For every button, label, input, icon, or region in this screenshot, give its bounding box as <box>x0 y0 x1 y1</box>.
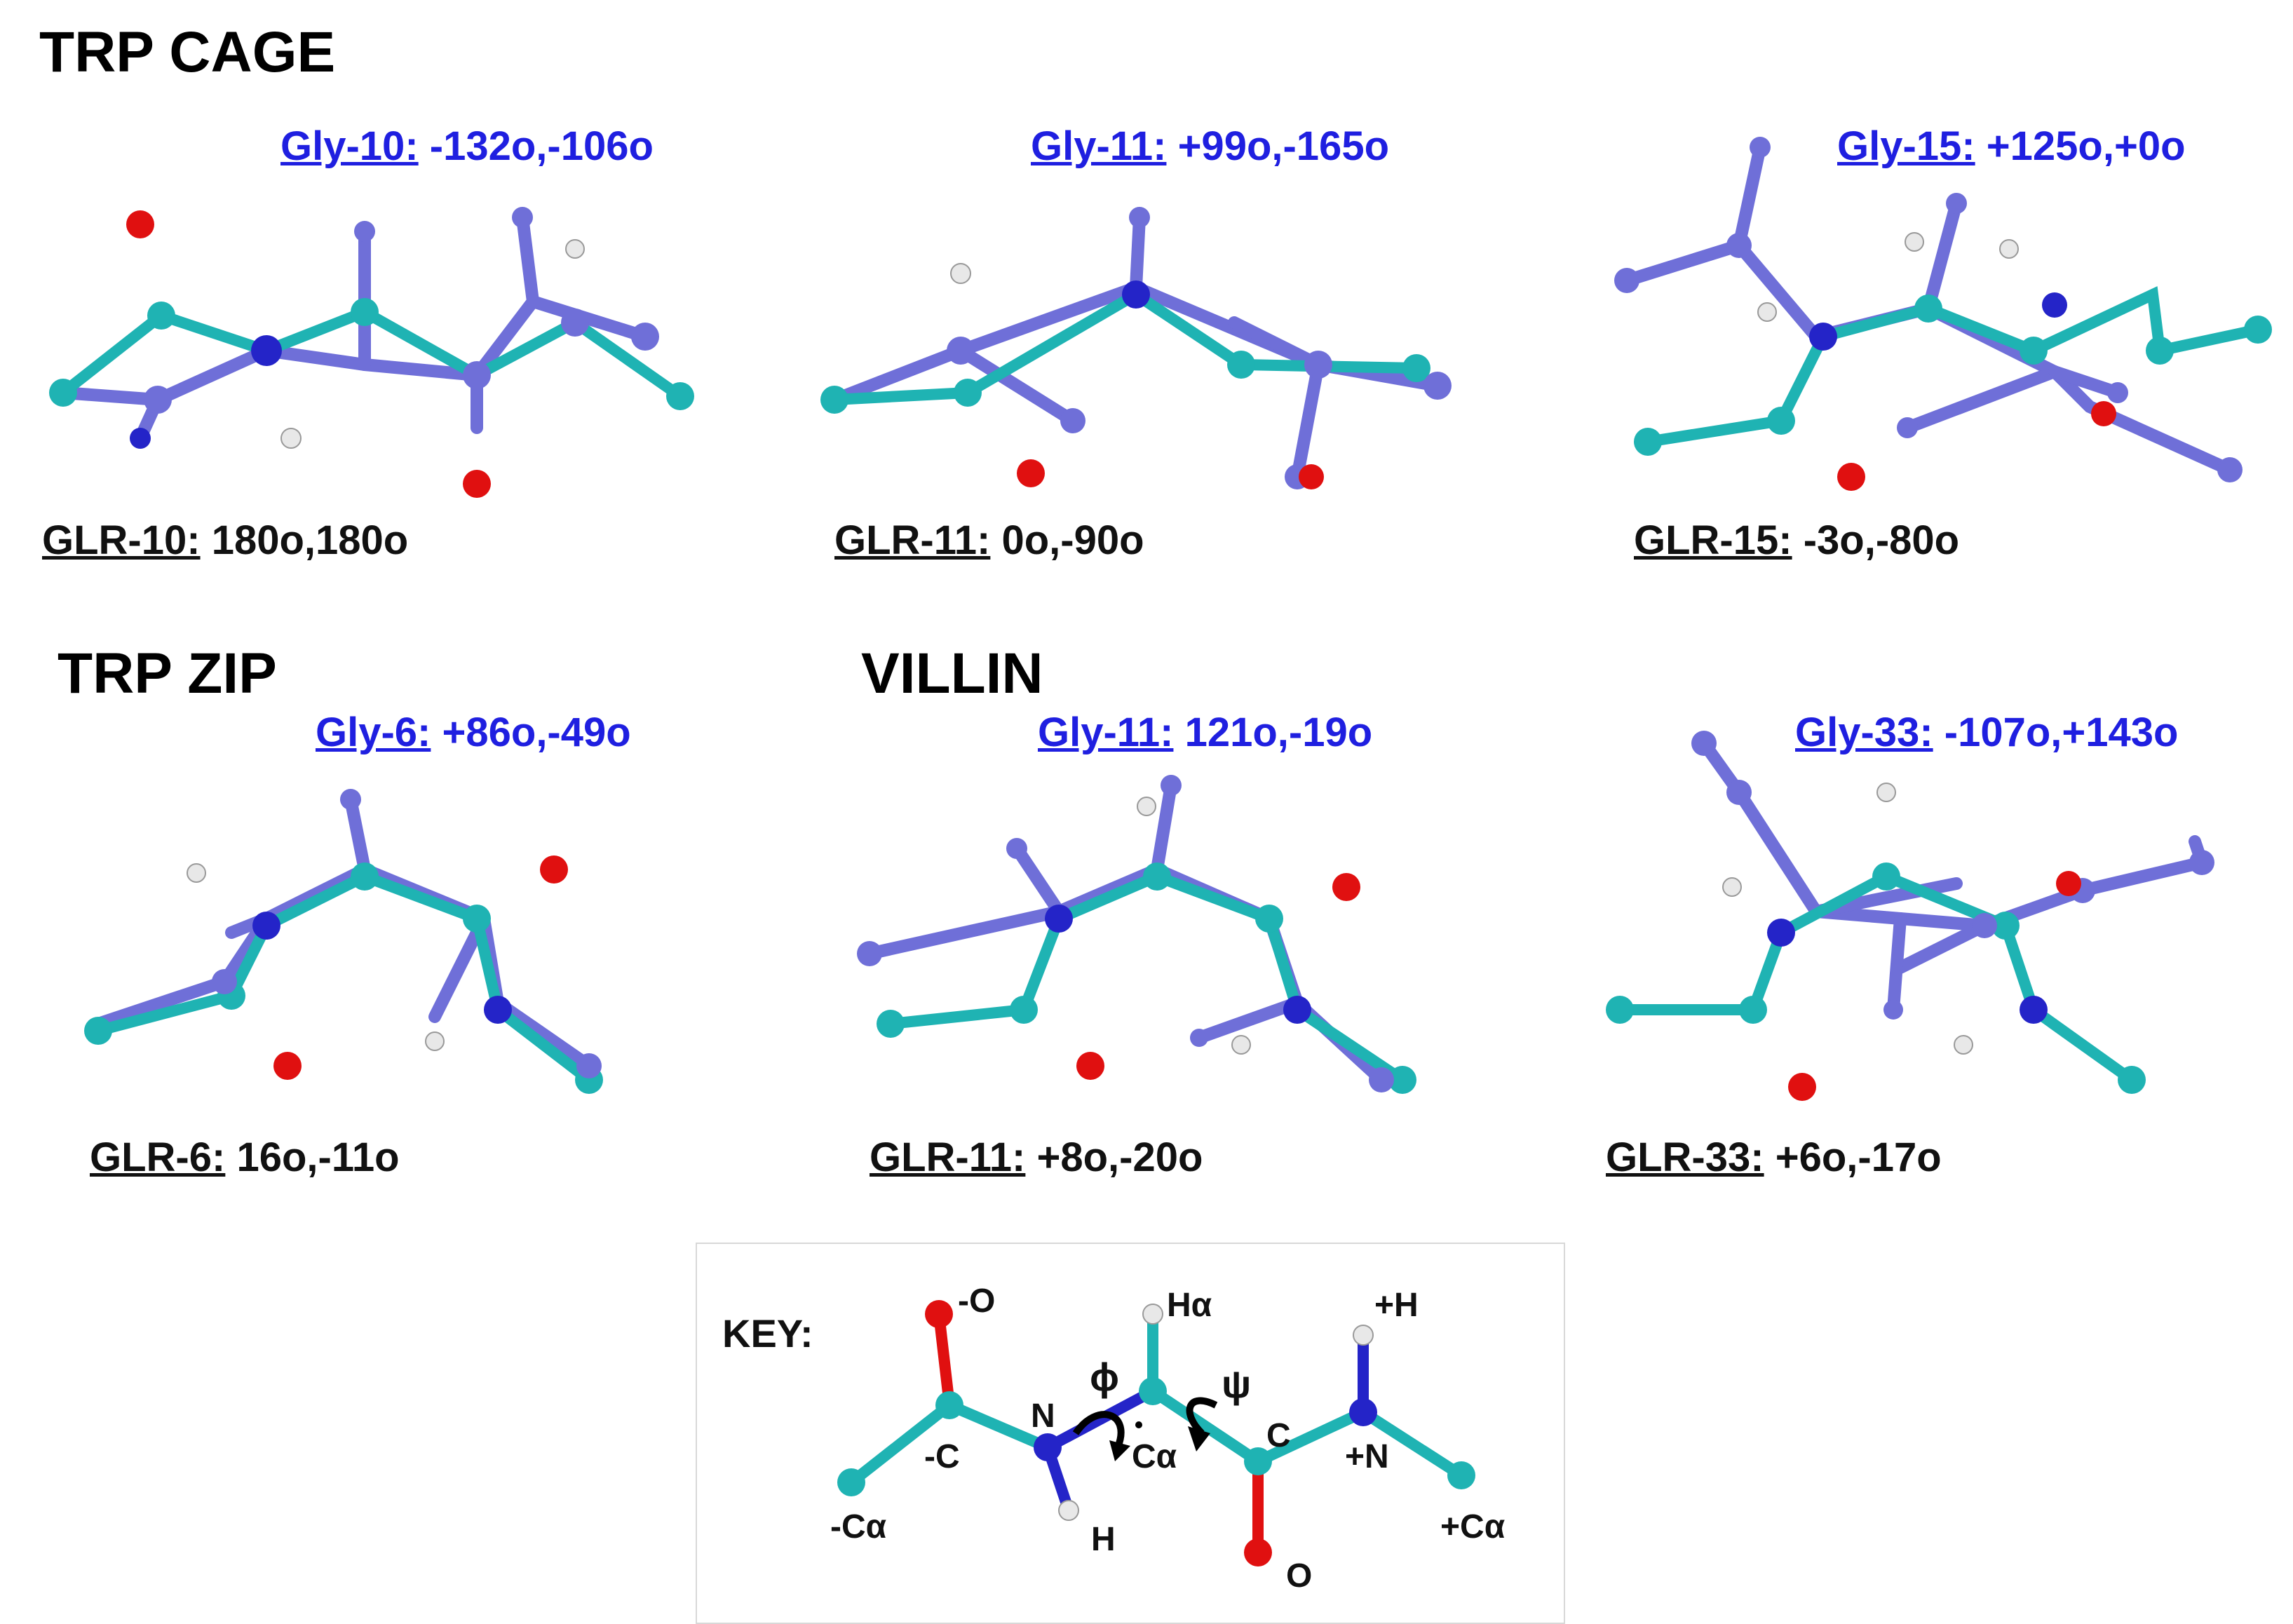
panel-4-glr-caption: GLR-6: 16o,-11o <box>90 1137 400 1178</box>
panel-5-glr-backbone <box>885 870 1408 1085</box>
section-title-trp-zip: TRP ZIP <box>58 642 277 705</box>
panel-2-glr-label: GLR-11: <box>834 517 991 563</box>
key-bonds <box>846 1308 1467 1558</box>
panel-1-gly-label: Gly-10: <box>280 123 419 169</box>
panel-1-glr-label: GLR-10: <box>42 517 201 563</box>
panel-2-glr-backbone <box>829 287 1422 405</box>
panel-1-glr-angles: 180o,180o <box>211 517 409 563</box>
panel-1-structure <box>49 207 694 498</box>
panel-6-atoms <box>1606 731 2214 1101</box>
panel-5-gly-label: Gly-11: <box>1038 710 1174 755</box>
key-atom-h <box>1058 1500 1079 1521</box>
panel-3-glr-caption: GLR-15: -3o,-80o <box>1634 520 1959 561</box>
panel-5-gly-backbone <box>863 779 1388 1086</box>
key-title: KEY: <box>722 1311 813 1355</box>
psi-rotation-arrow-icon <box>1186 1397 1218 1436</box>
panel-6-gly-label: Gly-33: <box>1795 710 1933 755</box>
key-label-h: H <box>1091 1521 1116 1558</box>
section-title-trp-cage: TRP CAGE <box>39 20 336 84</box>
panel-5-glr-angles: +8o,-20o <box>1036 1135 1203 1180</box>
key-label-plus-n: +N <box>1345 1438 1389 1475</box>
panel-3-structure <box>1614 137 2272 491</box>
key-atom-minus-c <box>935 1391 963 1419</box>
panel-1-atoms <box>49 207 694 498</box>
panel-5-atoms <box>857 775 1416 1094</box>
key-label-n: N <box>1031 1398 1055 1435</box>
panel-2-structure <box>820 207 1452 489</box>
key-atom-h-alpha <box>1142 1304 1163 1325</box>
key-label-c-alpha: Cα <box>1132 1438 1177 1475</box>
panel-4-atoms <box>84 789 603 1094</box>
key-atom-plus-n <box>1349 1398 1377 1426</box>
key-rotation-arrows <box>1072 1397 1218 1461</box>
panel-5-structure <box>857 775 1416 1094</box>
panel-2-atoms <box>820 207 1452 489</box>
panel-5-glr-label: GLR-11: <box>870 1135 1026 1180</box>
key-label-plus-h: +H <box>1374 1287 1419 1324</box>
panel-3-gly-caption: Gly-15: +125o,+0o <box>1837 126 2186 167</box>
panel-3-gly-label: Gly-15: <box>1837 123 1975 169</box>
panel-3-glr-angles: -3o,-80o <box>1803 517 1960 563</box>
key-diagram <box>837 1300 1475 1567</box>
key-label-phi: ϕ <box>1090 1355 1119 1399</box>
key-label-minus-c: -C <box>924 1438 960 1475</box>
key-label-o: O <box>1286 1557 1313 1595</box>
key-label-c: C <box>1266 1417 1291 1454</box>
phi-rotation-arrow-icon <box>1072 1411 1125 1449</box>
key-atom-minus-o <box>925 1300 953 1328</box>
panel-6-glr-label: GLR-33: <box>1606 1135 1764 1180</box>
panel-2-gly-caption: Gly-11: +99o,-165o <box>1031 126 1389 167</box>
panel-2-gly-label: Gly-11: <box>1031 123 1167 169</box>
panel-4-gly-angles: +86o,-49o <box>442 710 631 755</box>
panel-2-gly-backbone <box>828 211 1444 483</box>
panel-4-glr-angles: 16o,-11o <box>236 1135 400 1180</box>
key-label-minus-o: -O <box>958 1283 996 1320</box>
panel-6-gly-angles: -107o,+143o <box>1944 710 2179 755</box>
panel-3-glr-label: GLR-15: <box>1634 517 1792 563</box>
panel-1-gly-angles: -132o,-106o <box>429 123 654 169</box>
panel-2-glr-angles: 0o,-90o <box>1001 517 1144 563</box>
panel-3-glr-backbone <box>1642 286 2264 447</box>
panel-6-structure <box>1606 731 2214 1101</box>
key-atom-c <box>1244 1447 1272 1475</box>
panel-1-glr-caption: GLR-10: 180o,180o <box>42 520 408 561</box>
panel-4-gly-label: Gly-6: <box>316 710 431 755</box>
key-atom-n <box>1034 1433 1062 1461</box>
panel-4-glr-backbone <box>93 870 595 1085</box>
key-label-h-alpha: Hα <box>1167 1287 1212 1324</box>
key-atoms <box>837 1300 1475 1567</box>
panel-6-glr-caption: GLR-33: +6o,-17o <box>1606 1137 1942 1178</box>
key-atom-plus-h <box>1353 1325 1374 1346</box>
section-title-villin: VILLIN <box>861 642 1043 705</box>
panel-5-glr-caption: GLR-11: +8o,-20o <box>870 1137 1203 1178</box>
panel-4-glr-label: GLR-6: <box>90 1135 226 1180</box>
panel-1-gly-caption: Gly-10: -132o,-106o <box>280 126 654 167</box>
panel-5-gly-angles: 121o,-19o <box>1184 710 1373 755</box>
key-label-minus-c-alpha: -Cα <box>830 1508 887 1545</box>
panel-2-gly-angles: +99o,-165o <box>1177 123 1390 169</box>
panel-6-glr-angles: +6o,-17o <box>1775 1135 1942 1180</box>
panel-4-structure <box>84 789 603 1094</box>
key-label-psi: ψ <box>1222 1362 1252 1406</box>
panel-5-gly-caption: Gly-11: 121o,-19o <box>1038 712 1372 753</box>
key-atom-minus-c-alpha <box>837 1468 865 1496</box>
panel-2-glr-caption: GLR-11: 0o,-90o <box>834 520 1144 561</box>
panel-4-gly-caption: Gly-6: +86o,-49o <box>316 712 631 753</box>
key-atom-plus-c-alpha <box>1447 1461 1475 1489</box>
key-box: KEY: <box>696 1243 1565 1624</box>
key-label-plus-c-alpha: +Cα <box>1440 1508 1506 1545</box>
panel-6-gly-caption: Gly-33: -107o,+143o <box>1795 712 2178 753</box>
key-atom-c-alpha <box>1139 1377 1167 1405</box>
panel-6-gly-backbone <box>1698 737 2210 1016</box>
panel-3-gly-angles: +125o,+0o <box>1986 123 2186 169</box>
panel-3-atoms <box>1614 137 2272 491</box>
key-atom-o <box>1244 1538 1272 1567</box>
